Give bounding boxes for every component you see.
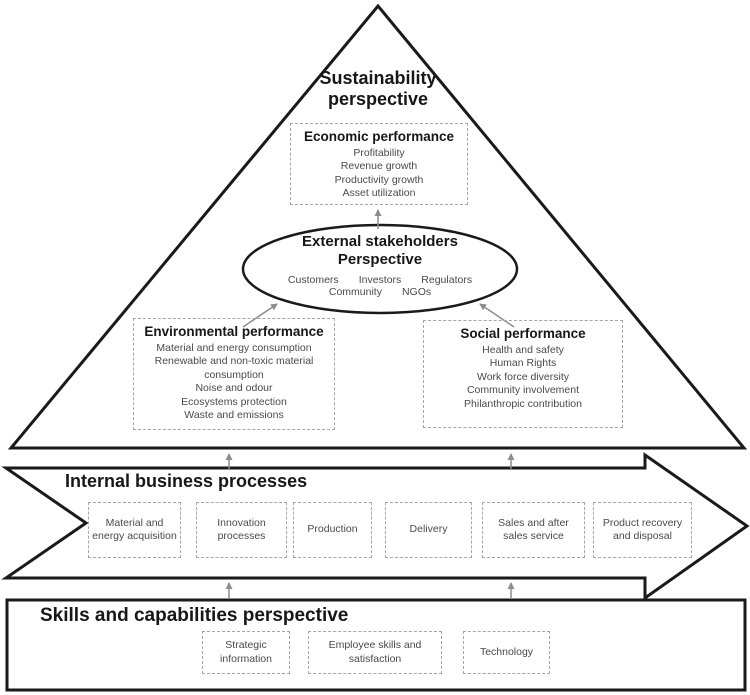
stakeholders-title-line1: External stakeholders <box>302 233 458 250</box>
process-step-material-energy-acquisition: Material and energy acquisition <box>88 502 181 558</box>
stakeholder-group: Regulators <box>421 274 473 286</box>
process-step-production: Production <box>293 502 372 558</box>
economic-item: Profitability <box>353 147 405 159</box>
process-arrow-shape <box>1 452 750 601</box>
environmental-performance-box: Environmental performance Material and e… <box>133 318 335 430</box>
environmental-item: Material and energy consumption <box>156 342 312 354</box>
connector-environmental-to-ellipse <box>242 303 278 328</box>
process-step-innovation-processes: Innovation processes <box>196 502 287 558</box>
economic-item: Productivity growth <box>334 173 424 186</box>
environmental-item: Waste and emissions <box>184 409 284 422</box>
economic-item: Revenue growth <box>340 160 418 173</box>
social-item: Philanthropic contribution <box>464 397 582 410</box>
skills-title: Skills and capabilities perspective <box>40 605 349 626</box>
environmental-item: Renewable and non-toxic material consump… <box>154 355 314 381</box>
skills-item-technology: Technology <box>463 631 550 674</box>
environmental-performance-title: Environmental performance <box>144 324 324 339</box>
connector-social-to-ellipse <box>479 303 515 328</box>
social-performance-title: Social performance <box>460 326 586 341</box>
stakeholders-text-block: External stakeholders Perspective Custom… <box>240 233 520 298</box>
social-item: Health and safety <box>482 344 564 356</box>
social-item: Community involvement <box>466 384 580 397</box>
process-step-sales-after-sales: Sales and after sales service <box>482 502 585 558</box>
process-step-delivery: Delivery <box>385 502 472 558</box>
stakeholder-group: NGOs <box>401 286 432 298</box>
stakeholder-group: Investors <box>358 274 402 286</box>
economic-item: Asset utilization <box>342 187 416 200</box>
economic-performance-box: Economic performance Profitability Reven… <box>290 123 468 205</box>
social-item: Work force diversity <box>477 370 569 383</box>
stakeholders-title-line2: Perspective <box>337 251 423 268</box>
skills-item-strategic-information: Strategic information <box>202 631 290 674</box>
process-step-product-recovery-disposal: Product recovery and disposal <box>593 502 692 558</box>
skills-item-employee-skills-satisfaction: Employee skills and satisfaction <box>308 631 442 674</box>
processes-title: Internal business processes <box>65 471 308 491</box>
social-performance-box: Social performance Health and safety Hum… <box>423 320 623 428</box>
skills-rectangle-shape <box>5 598 747 692</box>
stakeholders-ellipse-shape <box>241 223 519 315</box>
social-item: Human Rights <box>489 357 557 370</box>
stakeholder-group: Customers <box>287 274 339 286</box>
environmental-item: Ecosystems protection <box>181 395 287 408</box>
economic-performance-title: Economic performance <box>303 129 455 144</box>
environmental-item: Noise and odour <box>195 382 273 395</box>
stakeholder-group: Community <box>328 286 382 298</box>
pyramid-title: Sustainability perspective <box>319 68 437 110</box>
